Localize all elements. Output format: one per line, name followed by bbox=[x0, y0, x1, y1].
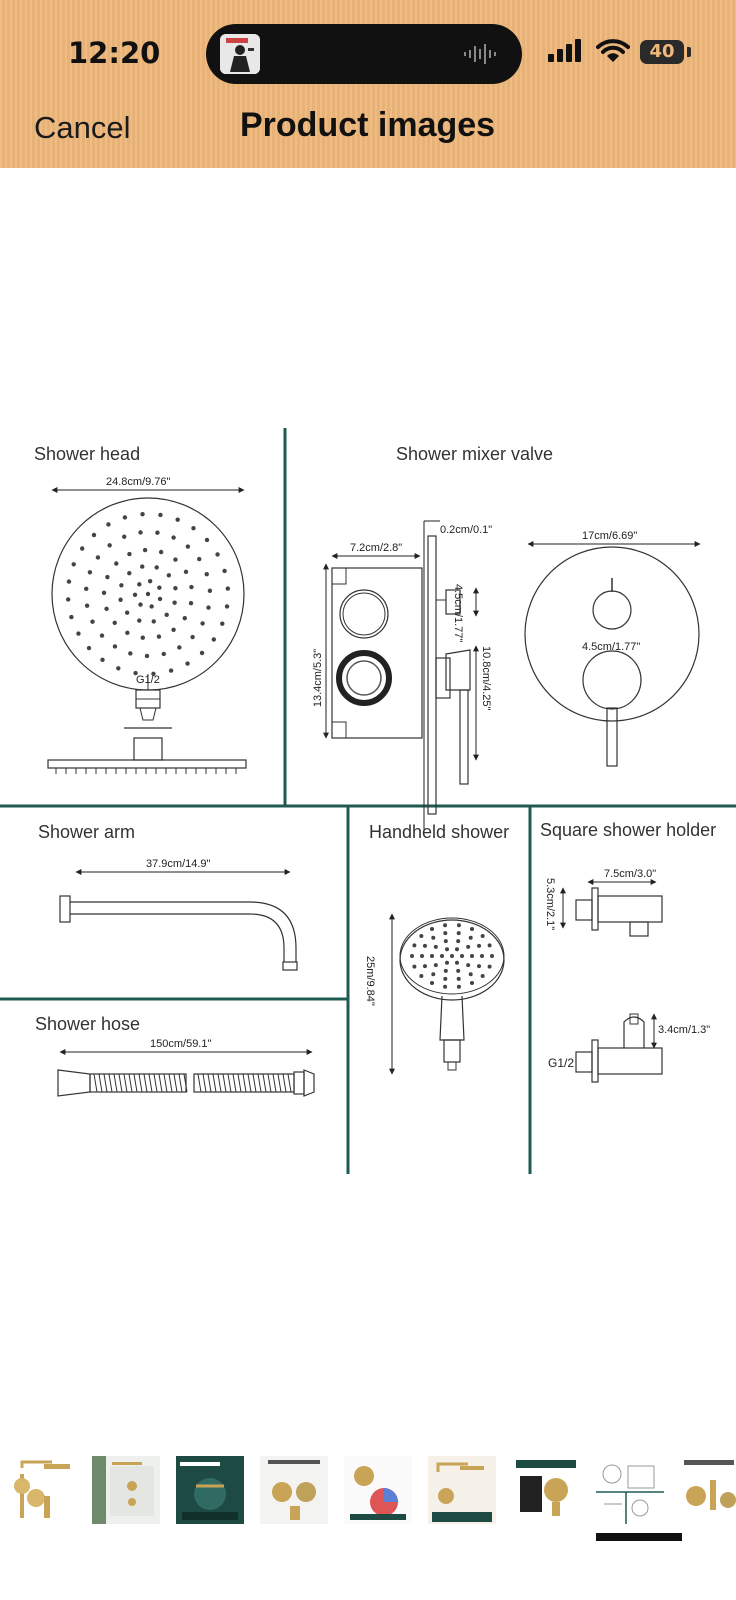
label-square-holder: Square shower holder bbox=[540, 820, 717, 840]
thumbnail-item[interactable] bbox=[428, 1456, 496, 1524]
status-time: 12:20 bbox=[68, 36, 161, 70]
thumbnail-item[interactable] bbox=[92, 1456, 160, 1524]
dim-holder-width: 7.5cm/3.0" bbox=[604, 868, 657, 880]
dim-plate-thickness: 0.2cm/0.1" bbox=[440, 524, 493, 536]
dim-plate-diameter: 17cm/6.69" bbox=[582, 530, 638, 542]
dim-shower-head-thread: G1/2 bbox=[136, 674, 160, 686]
cellular-signal-icon bbox=[548, 39, 581, 62]
thumbnail-item[interactable] bbox=[8, 1456, 76, 1524]
page-title: Product images bbox=[240, 106, 496, 144]
label-shower-arm: Shower arm bbox=[38, 822, 136, 842]
section-dividers bbox=[0, 428, 736, 1174]
selected-thumbnail-indicator bbox=[596, 1533, 682, 1541]
dim-hose-length: 150cm/59.1" bbox=[150, 1038, 212, 1050]
dim-arm-length: 37.9cm/14.9" bbox=[146, 858, 211, 870]
label-handheld-shower: Handheld shower bbox=[369, 822, 510, 842]
header-bar: 12:20 bbox=[0, 0, 736, 168]
dim-knob-diameter: 4.5cm/1.77" bbox=[582, 641, 641, 653]
label-shower-hose: Shower hose bbox=[35, 1014, 141, 1034]
dim-handheld-length: 25m/9.84" bbox=[364, 956, 376, 1006]
dynamic-island[interactable] bbox=[206, 24, 522, 84]
cancel-button[interactable]: Cancel bbox=[34, 110, 131, 145]
dim-holder-thread: G1/2 bbox=[548, 1056, 575, 1070]
thumbnail-item[interactable] bbox=[512, 1456, 580, 1524]
label-mixer-valve: Shower mixer valve bbox=[396, 444, 554, 464]
dim-body-depth: 7.2cm/2.8" bbox=[350, 542, 403, 554]
dim-shower-head-width: 24.8cm/9.76" bbox=[106, 476, 171, 488]
diagram-drawing bbox=[0, 428, 736, 1174]
dim-knob-height: 4.5cm/1.77" bbox=[452, 584, 464, 643]
dim-body-height: 13.4cm/5.3" bbox=[312, 648, 324, 708]
shower-head-nozzles bbox=[65, 511, 231, 677]
status-icons: 40 bbox=[548, 38, 698, 68]
thumbnail-item-selected[interactable] bbox=[596, 1456, 664, 1524]
battery-indicator: 40 bbox=[640, 40, 684, 64]
thumbnail-item[interactable] bbox=[176, 1456, 244, 1524]
thumbnail-item[interactable] bbox=[260, 1456, 328, 1524]
dim-bracket-height: 3.4cm/1.3" bbox=[658, 1024, 711, 1036]
thumbnail-item[interactable] bbox=[344, 1456, 412, 1524]
now-playing-artwork bbox=[220, 34, 260, 74]
dim-lever-height: 10.8cm/4.25" bbox=[480, 646, 492, 711]
thumbnail-item[interactable] bbox=[680, 1456, 736, 1524]
product-dimension-diagram[interactable]: Shower head Shower mixer valve Shower ar… bbox=[0, 428, 736, 1176]
thumbnail-strip[interactable] bbox=[0, 1456, 736, 1530]
battery-tip bbox=[687, 47, 691, 57]
wifi-icon bbox=[596, 39, 630, 62]
label-shower-head: Shower head bbox=[34, 444, 141, 464]
audio-waveform-icon bbox=[464, 44, 496, 64]
dim-holder-height: 5.3cm/2.1" bbox=[544, 878, 556, 931]
